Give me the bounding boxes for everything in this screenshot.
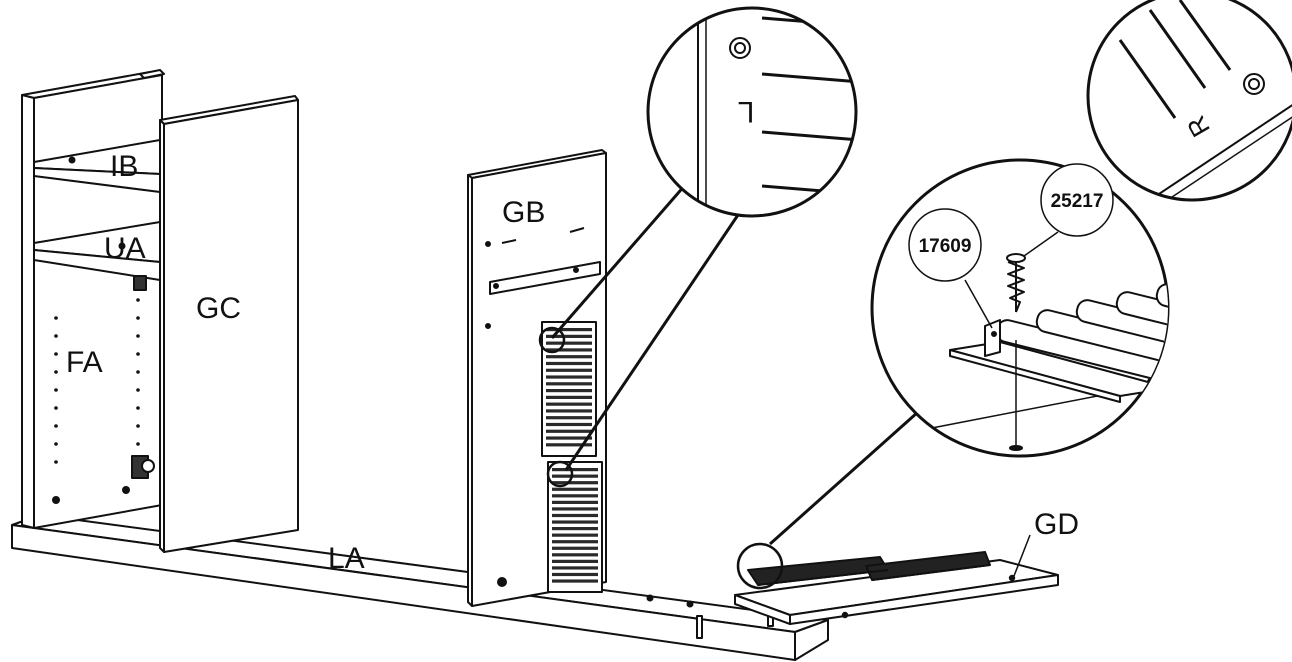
runner-tube bbox=[1155, 283, 1168, 351]
gd-leader bbox=[1013, 534, 1031, 577]
slat bbox=[552, 468, 598, 472]
slat bbox=[546, 402, 592, 406]
slat bbox=[552, 533, 598, 537]
slat bbox=[552, 566, 598, 570]
panel-gc bbox=[159, 95, 299, 553]
label-gb: GB bbox=[502, 196, 545, 229]
label-gd: GD bbox=[1034, 508, 1079, 541]
slat bbox=[552, 527, 598, 531]
slat bbox=[552, 507, 598, 511]
slat-runner-upper bbox=[541, 321, 597, 457]
marking-left: L bbox=[738, 95, 755, 128]
label-la: LA bbox=[328, 542, 365, 575]
slat bbox=[546, 375, 592, 379]
label-fa: FA bbox=[66, 346, 103, 379]
slat-runner-lower bbox=[547, 461, 603, 593]
slat bbox=[546, 355, 592, 359]
slat bbox=[546, 409, 592, 413]
slat bbox=[552, 559, 598, 563]
callout-lines bbox=[550, 183, 919, 546]
slat bbox=[546, 389, 592, 393]
slat bbox=[546, 443, 592, 447]
runner-tube bbox=[1075, 299, 1168, 367]
screw-icon bbox=[1006, 253, 1026, 313]
slat bbox=[546, 416, 592, 420]
slat bbox=[552, 494, 598, 498]
label-gc: GC bbox=[196, 292, 241, 325]
slat bbox=[552, 487, 598, 491]
part-number-bracket: 17609 bbox=[919, 236, 972, 257]
slat bbox=[552, 572, 598, 577]
slat bbox=[546, 422, 592, 427]
detail-right-marking bbox=[1086, 0, 1292, 202]
slat bbox=[552, 513, 598, 518]
slat bbox=[552, 546, 598, 550]
detail-left-marking bbox=[646, 6, 858, 218]
runner-tube bbox=[1115, 291, 1168, 359]
slat bbox=[546, 348, 592, 352]
runner-tube bbox=[1195, 274, 1292, 344]
slat bbox=[546, 368, 592, 372]
slat bbox=[546, 395, 592, 399]
slat bbox=[552, 520, 598, 524]
slat bbox=[552, 474, 598, 478]
slat bbox=[546, 382, 592, 386]
hinge-dots bbox=[52, 298, 140, 504]
label-ua: UA bbox=[104, 232, 146, 265]
slat bbox=[546, 334, 592, 338]
hinge-bottom bbox=[131, 455, 155, 479]
slat bbox=[546, 341, 592, 345]
slat bbox=[552, 481, 598, 485]
part-number-screw: 25217 bbox=[1051, 191, 1104, 212]
slat bbox=[546, 328, 592, 332]
detail-bracket-screw bbox=[870, 158, 1292, 458]
slat bbox=[552, 579, 598, 583]
label-ib: IB bbox=[110, 150, 138, 183]
slat bbox=[552, 500, 598, 504]
part-bubble-screw bbox=[1040, 163, 1114, 237]
base-panel-la bbox=[11, 514, 829, 661]
board-gd bbox=[734, 551, 1059, 625]
slat bbox=[546, 429, 592, 433]
slat bbox=[546, 361, 592, 366]
slat bbox=[552, 553, 598, 557]
hinge-top bbox=[133, 275, 147, 291]
part-bubble-bracket bbox=[908, 208, 982, 282]
slat bbox=[546, 436, 592, 440]
slat bbox=[552, 540, 598, 544]
callout-targets bbox=[538, 326, 784, 590]
